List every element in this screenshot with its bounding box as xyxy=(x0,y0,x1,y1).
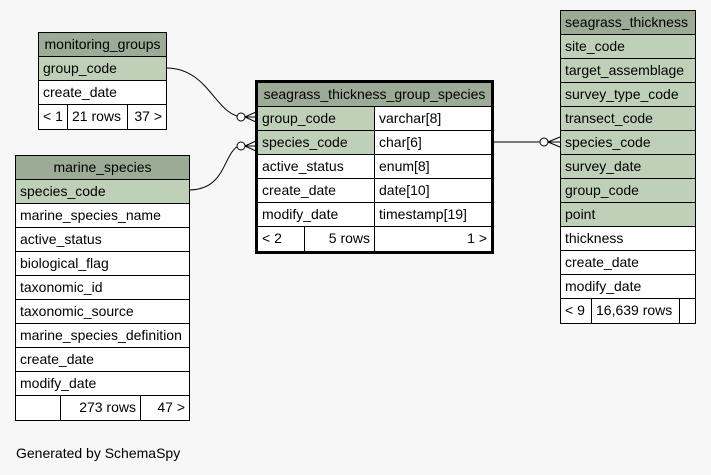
table-marine-species[interactable]: marine_species species_code marine_speci… xyxy=(15,155,190,421)
children-count: 47 > xyxy=(140,396,189,420)
parents-count xyxy=(16,396,60,420)
column-row[interactable]: thickness xyxy=(561,227,695,251)
column-row[interactable]: active_status xyxy=(16,228,189,252)
table-seagrass-thickness[interactable]: seagrass_thickness site_code target_asse… xyxy=(560,10,696,324)
column-row[interactable]: active_status enum[8] xyxy=(258,155,491,179)
generated-by-label: Generated by SchemaSpy xyxy=(16,445,181,461)
parents-count: < 1 xyxy=(43,108,63,124)
row-count: 16,639 rows xyxy=(591,299,679,323)
table-footer: < 2 5 rows 1 > xyxy=(258,227,491,251)
column-row[interactable]: survey_date xyxy=(561,155,695,179)
parents-count: < 9 xyxy=(565,302,585,318)
table-monitoring-groups[interactable]: monitoring_groups group_code create_date… xyxy=(38,32,167,130)
column-row[interactable]: create_date xyxy=(16,348,189,372)
parents-count: < 2 xyxy=(262,230,282,246)
table-footer: < 9 16,639 rows xyxy=(561,299,695,323)
table-header: marine_species xyxy=(16,156,189,180)
link-monitoring-groups-end xyxy=(236,112,246,122)
link-marine-species-end xyxy=(236,141,246,151)
link-marine-species xyxy=(188,144,245,191)
column-row[interactable]: species_code xyxy=(16,180,189,204)
column-row[interactable]: species_code xyxy=(561,131,695,155)
column-row[interactable]: create_date xyxy=(561,251,695,275)
column-row[interactable]: taxonomic_source xyxy=(16,300,189,324)
column-row[interactable]: group_code xyxy=(39,57,166,81)
link-marine-species-crow xyxy=(244,140,257,152)
row-count: 273 rows xyxy=(60,396,140,420)
column-row[interactable]: marine_species_definition xyxy=(16,324,189,348)
column-row[interactable]: create_date date[10] xyxy=(258,179,491,203)
table-footer: < 1 21 rows 37 > xyxy=(39,105,166,129)
table-header: monitoring_groups xyxy=(39,33,166,57)
table-title: seagrass_thickness xyxy=(565,14,688,30)
column-row[interactable]: group_code xyxy=(561,179,695,203)
column-row[interactable]: modify_date xyxy=(16,372,189,396)
column-row[interactable]: group_code varchar[8] xyxy=(258,107,491,131)
column-row[interactable]: survey_type_code xyxy=(561,83,695,107)
table-footer: 273 rows 47 > xyxy=(16,396,189,420)
column-row[interactable]: point xyxy=(561,203,695,227)
children-count: 1 > xyxy=(374,227,491,251)
table-title: marine_species xyxy=(53,159,152,175)
row-count: 5 rows xyxy=(304,227,374,251)
link-seagrass-thickness-end xyxy=(539,137,549,147)
table-title: monitoring_groups xyxy=(44,36,161,52)
table-header: seagrass_thickness xyxy=(561,11,695,35)
column-row[interactable]: target_assemblage xyxy=(561,59,695,83)
children-count xyxy=(679,299,695,323)
column-row[interactable]: modify_date xyxy=(561,275,695,299)
table-header: seagrass_thickness_group_species xyxy=(258,83,491,107)
column-row[interactable]: marine_species_name xyxy=(16,204,189,228)
link-monitoring-groups xyxy=(165,67,245,118)
table-seagrass-thickness-group-species[interactable]: seagrass_thickness_group_species group_c… xyxy=(255,80,494,254)
table-title: seagrass_thickness_group_species xyxy=(263,86,486,102)
column-row[interactable]: modify_date timestamp[19] xyxy=(258,203,491,227)
column-row[interactable]: species_code char[6] xyxy=(258,131,491,155)
column-row[interactable]: transect_code xyxy=(561,107,695,131)
link-monitoring-groups-crow xyxy=(244,111,257,123)
children-count: 37 > xyxy=(127,105,166,129)
row-count: 21 rows xyxy=(67,105,127,129)
column-row[interactable]: biological_flag xyxy=(16,252,189,276)
column-row[interactable]: site_code xyxy=(561,35,695,59)
column-row[interactable]: taxonomic_id xyxy=(16,276,189,300)
column-row[interactable]: create_date xyxy=(39,81,166,105)
link-seagrass-thickness-crow xyxy=(547,136,561,148)
